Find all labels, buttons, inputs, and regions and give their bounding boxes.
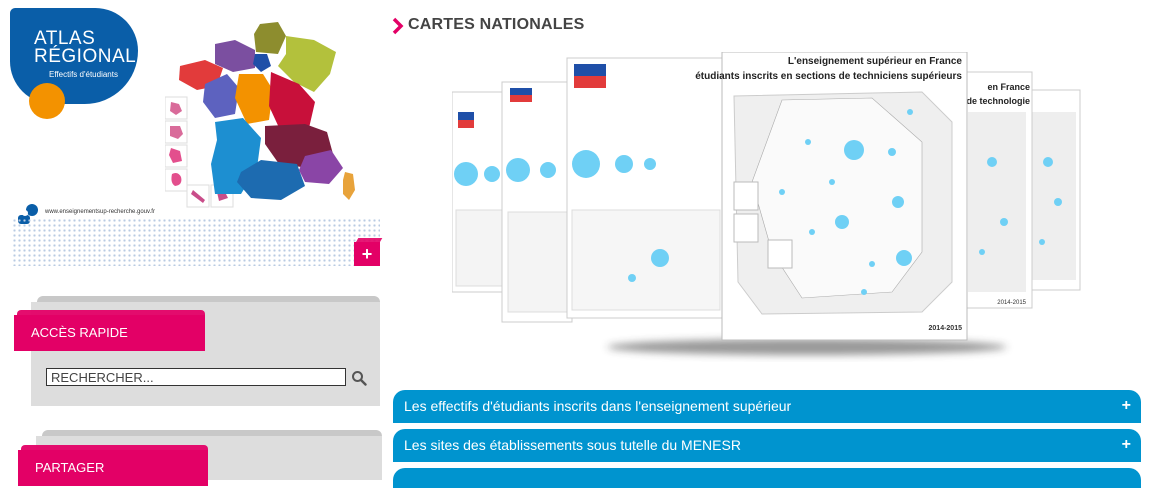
collage-year: 2014-2015 bbox=[929, 325, 963, 332]
site-url[interactable]: www.enseignementsup-recherche.gouv.fr bbox=[45, 209, 155, 215]
accordion-sites-etablissements[interactable]: Les sites des établissements sous tutell… bbox=[393, 429, 1141, 462]
dotted-banner bbox=[12, 218, 380, 266]
back-card-year: 2014-2015 bbox=[997, 300, 1026, 306]
collage-title-2: étudiants inscrits en sections de techni… bbox=[695, 71, 962, 82]
search-icon[interactable] bbox=[351, 370, 367, 386]
accordion-effectifs-etudiants[interactable]: Les effectifs d'étudiants inscrits dans … bbox=[393, 390, 1141, 423]
national-maps-collage[interactable]: en France de technologie 2014-2015 L'ens… bbox=[452, 52, 1082, 362]
logo-orange-dot bbox=[29, 83, 65, 119]
collage-title-1: L'enseignement supérieur en France bbox=[788, 56, 963, 67]
accordion-third-row[interactable] bbox=[393, 468, 1141, 488]
expand-plus-button[interactable]: + bbox=[354, 242, 380, 266]
logo-subtitle: Effectifs d'étudiants bbox=[49, 70, 118, 79]
quick-access-tab[interactable]: ACCÈS RAPIDE bbox=[14, 310, 205, 351]
atlas-regional-logo[interactable] bbox=[10, 8, 138, 104]
logo-text-regional: RÉGIONAL bbox=[34, 46, 137, 67]
accordion-label: Les sites des établissements sous tutell… bbox=[404, 437, 741, 453]
back-card-title-2: de technologie bbox=[966, 96, 1030, 106]
france-regions-map bbox=[165, 22, 355, 208]
plus-icon[interactable]: + bbox=[1121, 436, 1131, 453]
logo-text-atlas: ATLAS bbox=[34, 28, 96, 49]
site-header: ATLAS RÉGIONAL Effectifs d'étudiants bbox=[0, 0, 385, 270]
accordion-label: Les effectifs d'étudiants inscrits dans … bbox=[404, 398, 792, 414]
section-title: CARTES NATIONALES bbox=[408, 16, 585, 33]
share-tab[interactable]: PARTAGER bbox=[18, 445, 208, 486]
back-card-title-1: en France bbox=[987, 82, 1030, 92]
plus-icon[interactable]: + bbox=[1121, 397, 1131, 414]
chevron-right-icon bbox=[392, 17, 404, 35]
search-input[interactable] bbox=[46, 368, 346, 386]
